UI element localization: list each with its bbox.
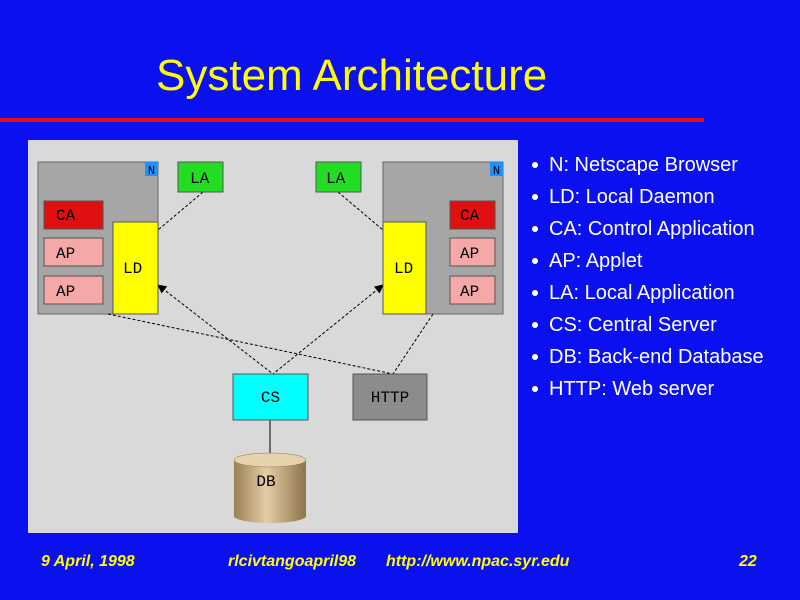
legend-item: CA: Control Application (528, 216, 796, 242)
db-label: DB (256, 473, 275, 491)
footer-url: http://www.npac.syr.edu (386, 553, 570, 570)
right-ld-cs-link (272, 284, 384, 375)
legend-list: N: Netscape Browser LD: Local Daemon CA:… (528, 152, 796, 408)
right-browser-http-link (392, 313, 434, 375)
right-ap-label-1: AP (460, 245, 479, 263)
left-ld-box (112, 221, 159, 315)
left-netscape-badge (145, 162, 158, 176)
right-ap-box-1 (449, 237, 496, 267)
left-ca-label: CA (56, 207, 76, 225)
legend-item: N: Netscape Browser (528, 152, 796, 178)
slide-title: System Architecture (156, 51, 548, 100)
http-label: HTTP (371, 389, 409, 407)
left-la-label: LA (190, 170, 210, 188)
left-ap-box-1 (43, 237, 104, 267)
right-netscape-badge (490, 162, 503, 176)
right-ap-box-2 (449, 275, 496, 305)
legend-item: LD: Local Daemon (528, 184, 796, 210)
title-underline (0, 118, 704, 122)
legend-item: LA: Local Application (528, 280, 796, 306)
left-la-box (177, 161, 224, 193)
right-ca-label: CA (460, 207, 480, 225)
architecture-diagram: N CA AP AP LD N CA AP AP LD LA LA CS HTT… (28, 140, 518, 533)
left-netscape-badge-label: N (148, 164, 155, 178)
left-ld-label: LD (123, 260, 142, 278)
left-ca-box (43, 200, 104, 230)
right-netscape-badge-label: N (493, 164, 500, 178)
footer-date: 9 April, 1998 (41, 553, 135, 570)
footer-doc-id: rlcivtangoapril98 (228, 553, 357, 570)
left-browser-http-link (107, 313, 394, 375)
legend-item: AP: Applet (528, 248, 796, 274)
right-la-box (315, 161, 362, 193)
left-ap-box-2 (43, 275, 104, 305)
cs-label: CS (261, 389, 280, 407)
legend-item: HTTP: Web server (528, 376, 796, 402)
left-ld-cs-link (157, 284, 274, 375)
footer-page-number: 22 (739, 553, 757, 570)
right-la-label: LA (326, 170, 346, 188)
left-ap-label-2: AP (56, 283, 75, 301)
db-cylinder (233, 452, 307, 523)
left-ap-label-1: AP (56, 245, 75, 263)
right-ld-label: LD (394, 260, 413, 278)
cs-box (232, 373, 309, 421)
right-ca-box (449, 200, 496, 230)
http-box (352, 373, 428, 421)
right-ap-label-2: AP (460, 283, 479, 301)
legend-item: DB: Back-end Database (528, 344, 796, 370)
legend-item: CS: Central Server (528, 312, 796, 338)
right-ld-box (382, 221, 427, 315)
